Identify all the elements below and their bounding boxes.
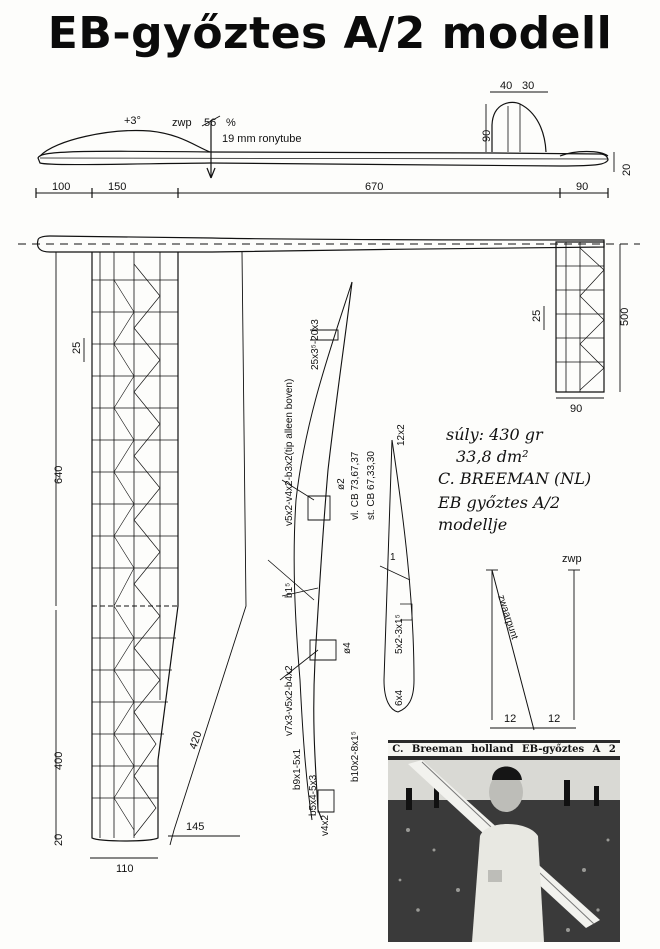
page-title: EB-győztes A/2 modell — [47, 8, 613, 59]
bottom-note-4: v4x2 — [320, 814, 331, 836]
tail-height: 20 — [621, 164, 633, 176]
top-view-fuselage — [18, 235, 640, 253]
fin-dim-40: 40 — [500, 80, 512, 92]
main-spar-note: v5x2-v4x2-b3x2(tip alleen boven) — [284, 379, 295, 526]
designer-note: C. BREEMAN (NL) — [438, 469, 591, 488]
photo-caption: C. Breeman holland EB-győztes A 2 — [388, 743, 620, 756]
wing-tip-height: 20 — [53, 834, 65, 846]
le-rear-note: vl. CB 73,67,37 — [350, 451, 361, 520]
wing-span-inner: 640 — [53, 466, 65, 484]
zwp-label: zwp — [172, 117, 192, 129]
bottom-note-1: b10x2-8x1⁵ — [350, 731, 361, 782]
dim-670: 670 — [365, 181, 383, 193]
rib-spacing: 25 — [71, 342, 83, 354]
bottom-note-3: b5x4-5x3 — [308, 774, 319, 816]
pilot-photo: C. Breeman holland EB-győztes A 2 — [388, 740, 620, 942]
weight-note: súly: 430 gr — [446, 425, 544, 444]
cg-diagram — [486, 569, 580, 731]
upper-spar-note: 25x3⁵-20x3 — [310, 319, 321, 370]
rib-b-note: b1⁵ — [284, 583, 295, 598]
side-view — [35, 91, 615, 198]
bottom-note-2: b9x1-5x1 — [292, 748, 303, 790]
wing-tip-chord: 110 — [116, 863, 134, 875]
stab-te-note: 6x4 — [394, 689, 405, 706]
cg-left-dim: 12 — [504, 713, 516, 725]
pin-note: ø2 — [336, 478, 347, 490]
stab-spar-note: 12x2 — [396, 424, 407, 446]
cg-right-dim: 12 — [548, 713, 560, 725]
zwp-unit: % — [226, 117, 236, 129]
stab-tip-note: 1 — [390, 552, 396, 563]
dim-150: 150 — [108, 181, 126, 193]
stab-section — [379, 439, 415, 713]
stab-chord: 90 — [570, 403, 582, 415]
incidence-label: +3° — [124, 115, 141, 127]
wing-span-outer: 400 — [53, 752, 65, 770]
dihedral-height: 420 — [187, 730, 204, 751]
stab-le-note: 5x2-3x1⁵ — [394, 614, 405, 654]
dihedral-offset: 145 — [186, 821, 204, 833]
wing-plan — [55, 251, 247, 859]
dim-100: 100 — [52, 181, 70, 193]
fin-height: 90 — [481, 130, 493, 142]
le-stab-note: st. CB 67,33,30 — [366, 451, 377, 520]
stab-rib-spacing: 25 — [531, 310, 543, 322]
root-spar-note: v7x3-v5x2-b4x2 — [284, 665, 295, 736]
dowel-note: ø4 — [342, 642, 353, 654]
stabilizer-plan — [543, 241, 621, 399]
wing-section — [267, 281, 353, 821]
desc-line-2: modellje — [438, 515, 507, 534]
photo-image — [388, 740, 620, 942]
dim-90: 90 — [576, 181, 588, 193]
cg-zwaarpunt-label: zwaarpunt — [495, 594, 520, 641]
desc-line-1: EB győztes A/2 — [437, 493, 560, 512]
cg-zwp-label: zwp — [562, 553, 582, 565]
stab-span: 500 — [619, 308, 631, 326]
fin-dim-30: 30 — [522, 80, 534, 92]
tube-note: 19 mm ronytube — [222, 133, 301, 145]
area-note: 33,8 dm² — [456, 447, 529, 466]
